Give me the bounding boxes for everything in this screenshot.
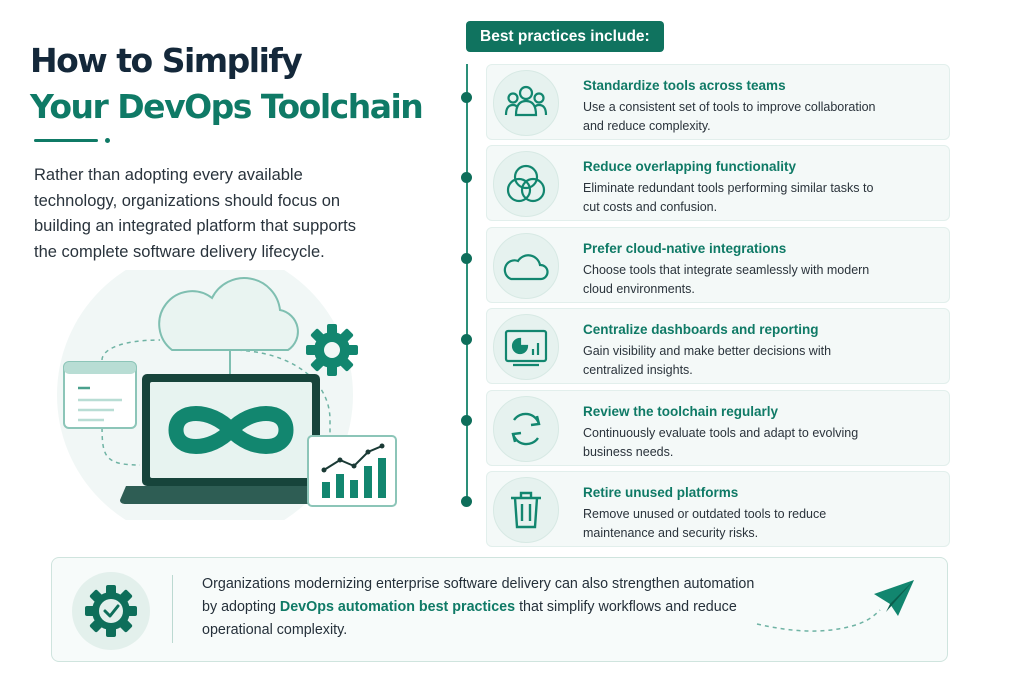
trash-icon [511, 491, 541, 529]
practice-card: Prefer cloud-native integrations Choose … [486, 227, 950, 303]
practice-title: Retire unused platforms [583, 485, 739, 500]
timeline-dot [461, 172, 472, 183]
practice-card: Reduce overlapping functionality Elimina… [486, 145, 950, 221]
banner-text: Organizations modernizing enterprise sof… [202, 573, 762, 642]
practice-title: Centralize dashboards and reporting [583, 322, 819, 337]
code-window-icon [63, 361, 137, 429]
icon-circle [493, 233, 559, 299]
timeline-dot [461, 415, 472, 426]
cloud-icon [158, 277, 299, 375]
practice-description: Use a consistent set of tools to improve… [583, 100, 876, 133]
gear-check-icon [85, 585, 137, 637]
practice-card: Centralize dashboards and reporting Gain… [486, 308, 950, 384]
bar-chart-icon [307, 435, 397, 507]
practice-description: Continuously evaluate tools and adapt to… [583, 426, 859, 459]
timeline-dot [461, 253, 472, 264]
title-line-2: Your DevOps Toolchain [30, 87, 424, 126]
banner-divider [172, 575, 173, 643]
gear-circle [72, 572, 150, 650]
banner-text-start: Organizations modernizing enterprise sof… [202, 576, 755, 615]
banner-text-end: that simplify workflows and reduce opera… [202, 599, 737, 638]
practice-description: Eliminate redundant tools performing sim… [583, 181, 874, 214]
timeline-dot [461, 92, 472, 103]
practice-description: Choose tools that integrate seamlessly w… [583, 263, 870, 296]
infinity-icon [168, 406, 294, 454]
practice-description: Gain visibility and make better decision… [583, 344, 832, 377]
icon-circle [493, 70, 559, 136]
icon-circle [493, 396, 559, 462]
paper-plane-icon [756, 580, 914, 632]
cloud-icon [503, 254, 549, 281]
page-title: How to Simplify Your DevOps Toolchain [30, 38, 424, 130]
timeline-dot [461, 334, 472, 345]
best-practices-label: Best practices include: [466, 21, 664, 52]
practice-card: Retire unused platforms Remove unused or… [486, 471, 950, 547]
gear-icon [306, 324, 358, 376]
icon-circle [493, 151, 559, 217]
refresh-icon [511, 412, 541, 446]
practice-title: Review the toolchain regularly [583, 404, 779, 419]
practice-title: Reduce overlapping functionality [583, 159, 797, 174]
title-underline-dot [105, 138, 110, 143]
practice-card: Review the toolchain regularly Continuou… [486, 390, 950, 466]
devops-illustration [57, 270, 397, 520]
practice-card: Standardize tools across teams Use a con… [486, 64, 950, 140]
overlap-circles-icon [506, 164, 546, 203]
timeline-line [466, 64, 468, 504]
practice-description: Remove unused or outdated tools to reduc… [583, 507, 827, 540]
automation-banner: Organizations modernizing enterprise sof… [51, 557, 948, 662]
practice-title: Standardize tools across teams [583, 78, 786, 93]
intro-paragraph: Rather than adopting every available tec… [34, 166, 356, 261]
team-icon [504, 85, 548, 117]
icon-circle [493, 477, 559, 543]
title-underline [34, 139, 98, 142]
title-line-1: How to Simplify [30, 41, 303, 80]
devops-automation-link[interactable]: DevOps automation best practices [279, 599, 516, 615]
dashboard-icon [504, 329, 548, 367]
icon-circle [493, 314, 559, 380]
practice-title: Prefer cloud-native integrations [583, 241, 787, 256]
timeline-dot [461, 496, 472, 507]
